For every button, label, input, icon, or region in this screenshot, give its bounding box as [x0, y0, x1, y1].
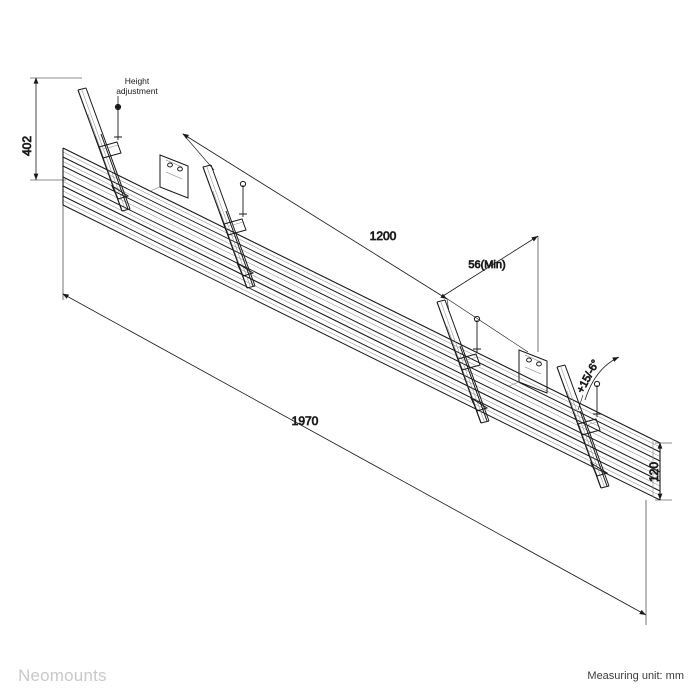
display-bracket-3 — [436, 299, 490, 424]
wall-plate-1 — [149, 154, 189, 199]
horizontal-rail-bundle — [62, 147, 661, 501]
dimension-1200 — [182, 133, 450, 313]
callout-label-height-adjustment-line1: Height — [125, 76, 150, 86]
dimension-label-1200: 1200 — [370, 229, 397, 243]
dimension-label-1970: 1970 — [292, 414, 319, 428]
mount-assembly — [62, 87, 661, 501]
dimension-label-tilt: +15/-6° — [575, 358, 602, 395]
dimension-120 — [655, 442, 672, 501]
dimension-56min — [442, 235, 539, 353]
measuring-unit-note: Measuring unit: mm — [587, 670, 684, 682]
brand-logo: Neomounts — [18, 666, 107, 685]
dimension-label-402: 402 — [20, 136, 34, 156]
callout-height-adjustment — [115, 96, 121, 110]
callout-label-height-adjustment-line2: adjustment — [116, 86, 158, 96]
dimension-lines: 402 1970 1200 56(Min) — [20, 77, 672, 625]
dimension-label-56min: 56(Min) — [468, 259, 505, 271]
dimension-402 — [30, 77, 82, 181]
tilt-angle-indicator — [577, 356, 620, 411]
dimension-label-120: 120 — [647, 462, 661, 482]
dimension-1970 — [62, 293, 647, 616]
